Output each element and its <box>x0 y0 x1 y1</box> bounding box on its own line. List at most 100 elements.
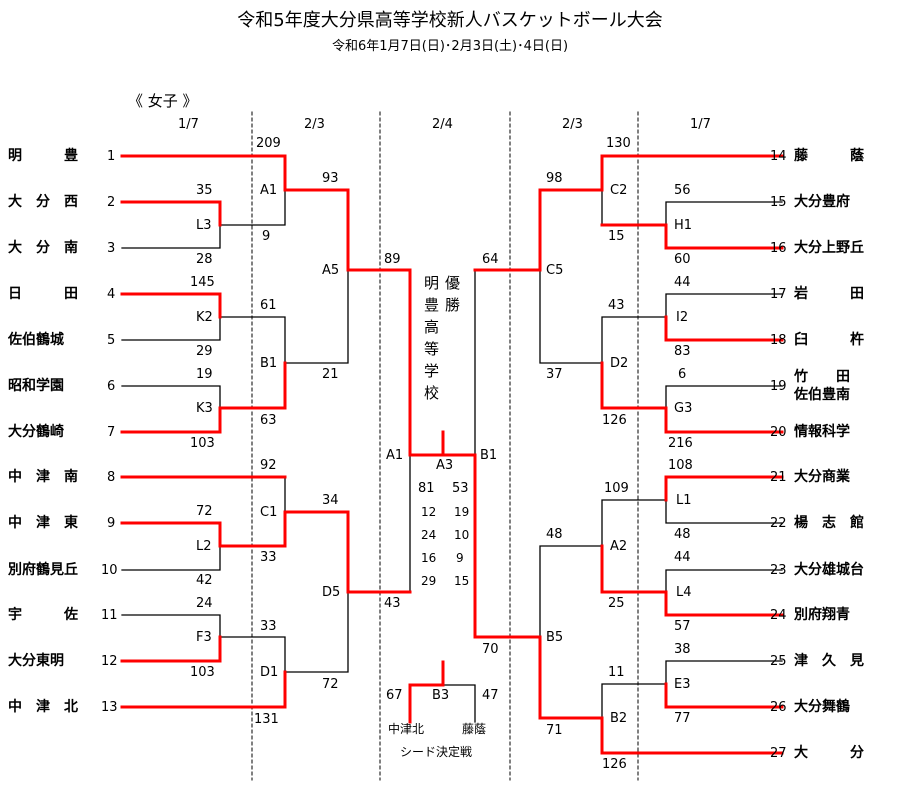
seed-number: 6 <box>107 379 116 394</box>
game-label: L1 <box>676 493 692 508</box>
seed-number: 3 <box>107 241 116 256</box>
score: 61 <box>260 298 277 313</box>
score: 126 <box>602 413 627 428</box>
seed-number: 26 <box>770 700 787 715</box>
team-name: 大分上野丘 <box>794 240 864 256</box>
team-name: 大 分 南 <box>8 240 78 256</box>
team-name: 佐伯鶴城 <box>8 332 64 348</box>
score: 19 <box>196 367 213 382</box>
score: 72 <box>322 677 339 692</box>
quarter-score: 24 <box>421 528 437 542</box>
right-lines-red <box>441 154 784 755</box>
seed-number: 25 <box>770 654 787 669</box>
game-label: K3 <box>196 401 213 416</box>
seed-number: 22 <box>770 516 787 531</box>
score: 9 <box>262 229 271 244</box>
score: 98 <box>546 171 563 186</box>
seed-number: 7 <box>107 425 116 440</box>
seed-number: 20 <box>770 425 787 440</box>
quarter-score: 12 <box>421 505 437 519</box>
score: 131 <box>254 712 279 727</box>
final-score-left: 81 <box>418 481 435 496</box>
team-name: 竹 田 <box>794 369 850 385</box>
score: 43 <box>384 596 401 611</box>
score: 209 <box>256 136 281 151</box>
team-name: 大分豊府 <box>794 194 850 210</box>
winner-char: 校 <box>424 384 440 402</box>
team-name: 大分舞鶴 <box>794 699 850 715</box>
quarter-score: 15 <box>454 574 470 588</box>
seed-match-left-team: 中津北 <box>388 722 425 736</box>
team-name: 別府翔青 <box>794 607 850 623</box>
score: 67 <box>386 688 403 703</box>
game-label: D2 <box>610 356 629 371</box>
left-lines-red <box>120 154 445 709</box>
team-name: 宇 佐 <box>8 607 78 623</box>
score: 33 <box>260 619 277 634</box>
team-name: 大 分 西 <box>8 194 78 210</box>
score: 21 <box>322 367 339 382</box>
game-label: L4 <box>676 585 692 600</box>
score: 89 <box>384 252 401 267</box>
round-dividers <box>251 111 639 781</box>
score: 28 <box>196 252 213 267</box>
quarter-score: 10 <box>454 528 470 542</box>
seed-number: 2 <box>107 195 116 210</box>
game-label: B2 <box>610 711 628 726</box>
score: 70 <box>482 642 499 657</box>
score: 24 <box>196 596 213 611</box>
game-label: B3 <box>432 688 450 703</box>
team-name: 臼 杵 <box>794 332 864 348</box>
round-date: 2/3 <box>304 117 325 132</box>
score: 11 <box>608 665 625 680</box>
final-score-right: 53 <box>452 481 469 496</box>
team-name: 別府鶴見丘 <box>8 562 78 578</box>
score: 6 <box>678 367 687 382</box>
game-label: H1 <box>674 218 693 233</box>
game-label: C2 <box>610 183 628 198</box>
score: 145 <box>190 275 215 290</box>
winner-char: 優 <box>445 274 461 292</box>
score: 77 <box>674 711 691 726</box>
team-name: 佐伯豊南 <box>794 387 850 403</box>
score: 126 <box>602 757 627 772</box>
team-name: 津 久 見 <box>794 653 864 669</box>
game-label: A5 <box>322 263 340 278</box>
game-label: A1 <box>386 448 404 463</box>
winner-char: 明 <box>424 274 440 292</box>
score: 29 <box>196 344 213 359</box>
game-label: L3 <box>196 218 212 233</box>
seed-number: 10 <box>101 563 118 578</box>
seed-number: 11 <box>101 608 118 623</box>
game-label: L2 <box>196 539 212 554</box>
team-name: 昭和学園 <box>8 378 64 394</box>
score: 34 <box>322 493 339 508</box>
team-name: 明 豊 <box>8 148 78 164</box>
team-name: 大分鶴崎 <box>8 424 64 440</box>
seed-number: 14 <box>770 149 787 164</box>
score: 216 <box>668 436 693 451</box>
quarter-score: 29 <box>421 574 437 588</box>
game-label: C1 <box>260 505 278 520</box>
score: 15 <box>608 229 625 244</box>
team-name: 楊 志 館 <box>794 515 864 531</box>
game-label: K2 <box>196 310 213 325</box>
team-name: 中 津 東 <box>8 515 78 531</box>
game-label: F3 <box>196 630 212 645</box>
seed-number: 12 <box>101 654 118 669</box>
game-label: D1 <box>260 665 279 680</box>
round-date: 1/7 <box>178 117 199 132</box>
game-label: G3 <box>674 401 693 416</box>
event-dates: 令和6年1月7日(日)･2月3日(土)･4日(日) <box>331 39 569 54</box>
score: 108 <box>668 458 693 473</box>
quarter-score: 19 <box>454 505 470 519</box>
seed-match-caption: シード決定戦 <box>400 745 473 759</box>
score: 64 <box>482 252 499 267</box>
seed-number: 24 <box>770 608 787 623</box>
team-name: 中 津 南 <box>8 469 78 485</box>
winner-char: 豊 <box>424 296 440 314</box>
team-name: 大分東明 <box>8 653 64 669</box>
score: 63 <box>260 413 277 428</box>
game-label: C5 <box>546 263 564 278</box>
